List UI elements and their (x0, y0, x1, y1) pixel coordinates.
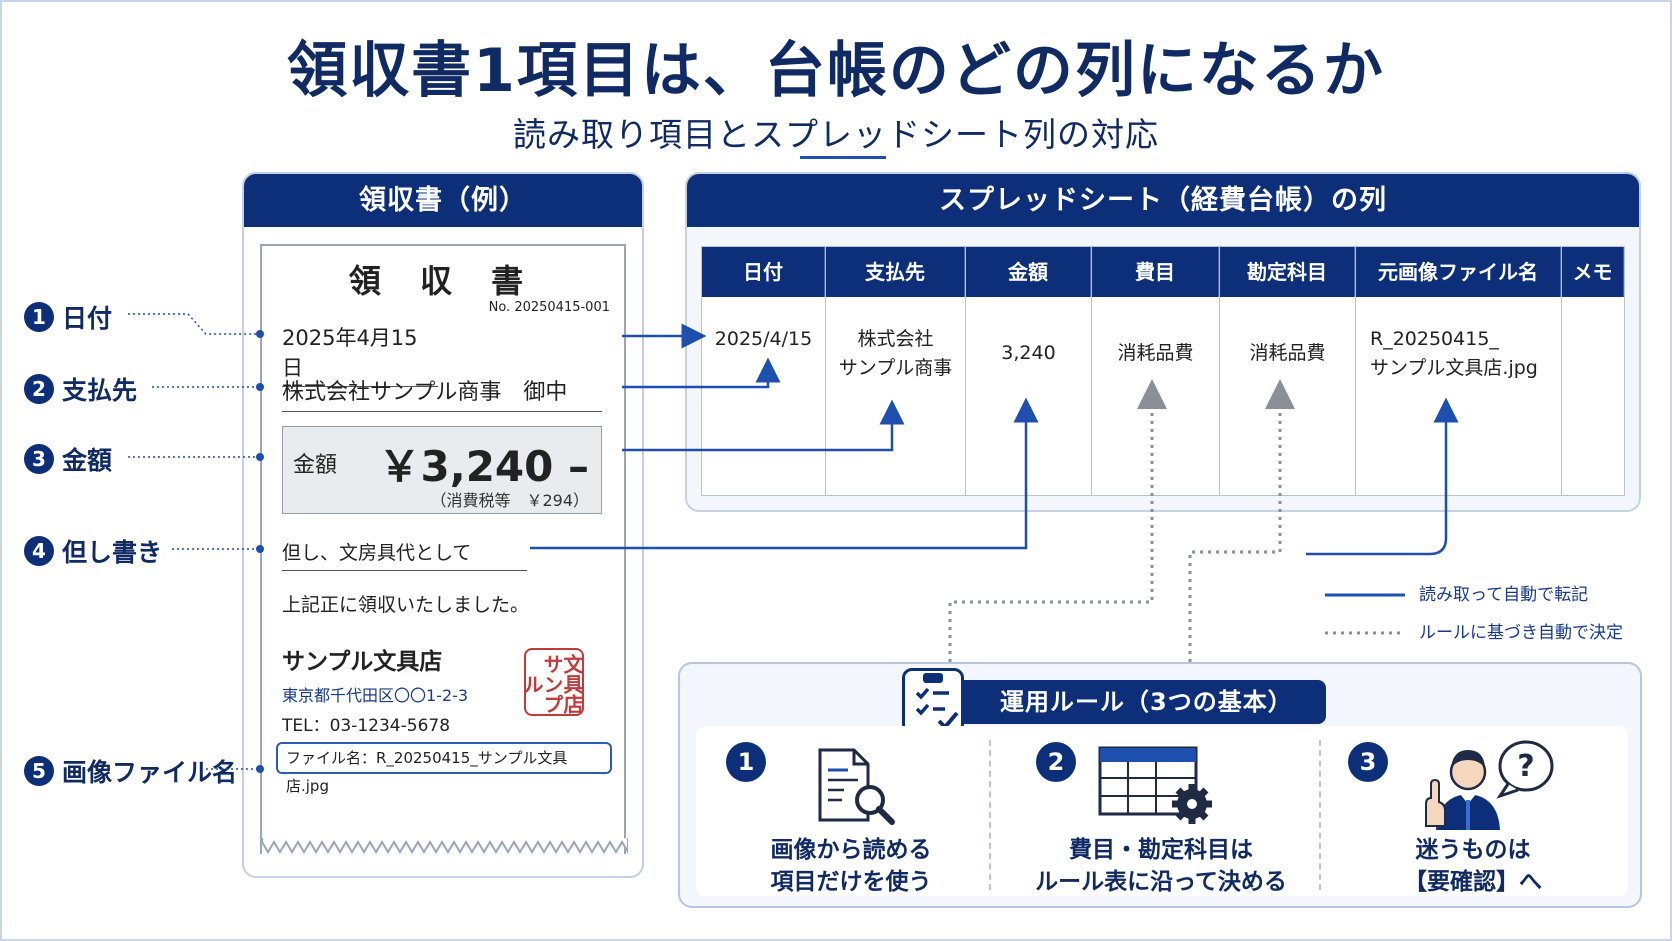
label-number: 1 (24, 302, 54, 332)
rule-text: 費目・勘定科目は ルール表に沿って決める (1035, 837, 1287, 895)
receipt-number: No. 20250415-001 (488, 300, 610, 315)
column-amount: 金額 3,240 (966, 247, 1092, 495)
legend-solid: 読み取って自動で転記 (1325, 580, 1588, 605)
spreadsheet-table: 日付 2025/4/15 支払先 株式会社 サンプル商事 金額 3,240 費目… (701, 246, 1625, 496)
spreadsheet-panel: スプレッドシート（経費台帳）の列 日付 2025/4/15 支払先 株式会社 サ… (685, 172, 1641, 512)
cell-value: 消耗品費 (1117, 342, 1194, 364)
rule-number: 2 (1036, 742, 1076, 782)
rule-text: 迷うものは 【要確認】へ (1404, 837, 1542, 895)
receipt-panel: 領収書（例） 領 収 書 No. 20250415-001 2025年4月15日… (242, 172, 644, 878)
rule-text: 画像から読める 項目だけを使う (770, 837, 932, 895)
rule-number: 1 (726, 742, 766, 782)
legend-solid-line (1325, 593, 1405, 597)
receipt-torn-edge (262, 838, 628, 854)
rule-number: 3 (1348, 742, 1388, 782)
receipt-panel-header: 領収書（例） (244, 174, 642, 227)
column-expense-category: 費目 消耗品費 (1092, 247, 1220, 495)
legend-dotted-line (1325, 631, 1405, 635)
column-account-title: 勘定科目 消耗品費 (1220, 247, 1356, 495)
spreadsheet-panel-header: スプレッドシート（経費台帳）の列 (687, 174, 1639, 227)
page-title: 領収書1項目は、台帳のどの列になるか (287, 36, 1385, 106)
receipt-received-text: 上記正に領収いたしました。 (282, 594, 530, 616)
label-number: 2 (24, 374, 54, 404)
receipt-title: 領 収 書 (348, 262, 538, 300)
receipt-amount-box: 金額 ￥3,240 – （消費税等 ￥294） (282, 426, 602, 514)
receipt-amount-label: 金額 (293, 453, 338, 478)
column-image-file-name: 元画像ファイル名 R_20250415_ サンプル文具店.jpg (1356, 247, 1562, 495)
receipt-payee: 株式会社サンプル商事 御中 (282, 374, 602, 412)
clipboard-icon (902, 668, 964, 734)
cell-value: R_20250415_ (1370, 328, 1499, 350)
legend-dotted: ルールに基づき自動で決定 (1325, 618, 1623, 643)
person-question-icon: ? (1425, 740, 1554, 830)
label-number: 3 (24, 444, 54, 474)
cell-value: 株式会社 (857, 328, 934, 350)
label-number: 5 (24, 756, 54, 786)
rule-divider (1319, 740, 1321, 890)
column-memo: メモ (1562, 247, 1624, 495)
document-search-icon (818, 748, 895, 825)
subtitle-underline (800, 156, 886, 159)
receipt-address: 東京都千代田区〇〇1-2-3 (282, 686, 469, 705)
rule-item-3: 3 ? 迷うものは 【要確認】へ (1318, 726, 1628, 896)
label-number: 4 (24, 536, 54, 566)
svg-text:?: ? (1517, 749, 1534, 784)
rule-divider (989, 740, 991, 890)
cell-value-line2: サンプル文具店.jpg (1370, 357, 1538, 379)
receipt-date: 2025年4月15日 (282, 322, 438, 387)
cell-value-line2: サンプル商事 (838, 357, 953, 379)
receipt-paper: 領 収 書 No. 20250415-001 2025年4月15日 株式会社サン… (260, 244, 628, 854)
page-subtitle: 読み取り項目とスプレッドシート列の対応 (513, 115, 1159, 154)
receipt-file-name: ファイル名：R_20250415_サンプル文具店.jpg (276, 742, 612, 795)
receipt-tax-note: （消費税等 ￥294） (430, 491, 589, 510)
receipt-amount-value: ￥3,240 – (378, 442, 589, 491)
cell-value: 2025/4/15 (714, 328, 813, 350)
cell-value: 3,240 (1001, 342, 1056, 364)
column-payee: 支払先 株式会社 サンプル商事 (826, 247, 966, 495)
column-date: 日付 2025/4/15 (702, 247, 826, 495)
shop-seal-stamp: 文具店サンプル (520, 648, 584, 716)
rules-body: 1 画像から読める 項目だけを使う 2 (696, 726, 1628, 896)
cell-value: 消耗品費 (1249, 342, 1326, 364)
table-gear-icon (1098, 746, 1212, 824)
rule-item-2: 2 費目・勘定科目は (1006, 726, 1316, 896)
receipt-shop-name: サンプル文具店 (282, 649, 443, 675)
receipt-purpose: 但し、文房具代として (282, 538, 527, 571)
rules-panel: 運用ルール（3つの基本） 1 画像から読める (678, 662, 1642, 908)
rule-item-1: 1 画像から読める 項目だけを使う (696, 726, 1006, 896)
receipt-tel: TEL：03-1234-5678 (282, 716, 451, 736)
rules-panel-header: 運用ルール（3つの基本） (918, 680, 1326, 724)
